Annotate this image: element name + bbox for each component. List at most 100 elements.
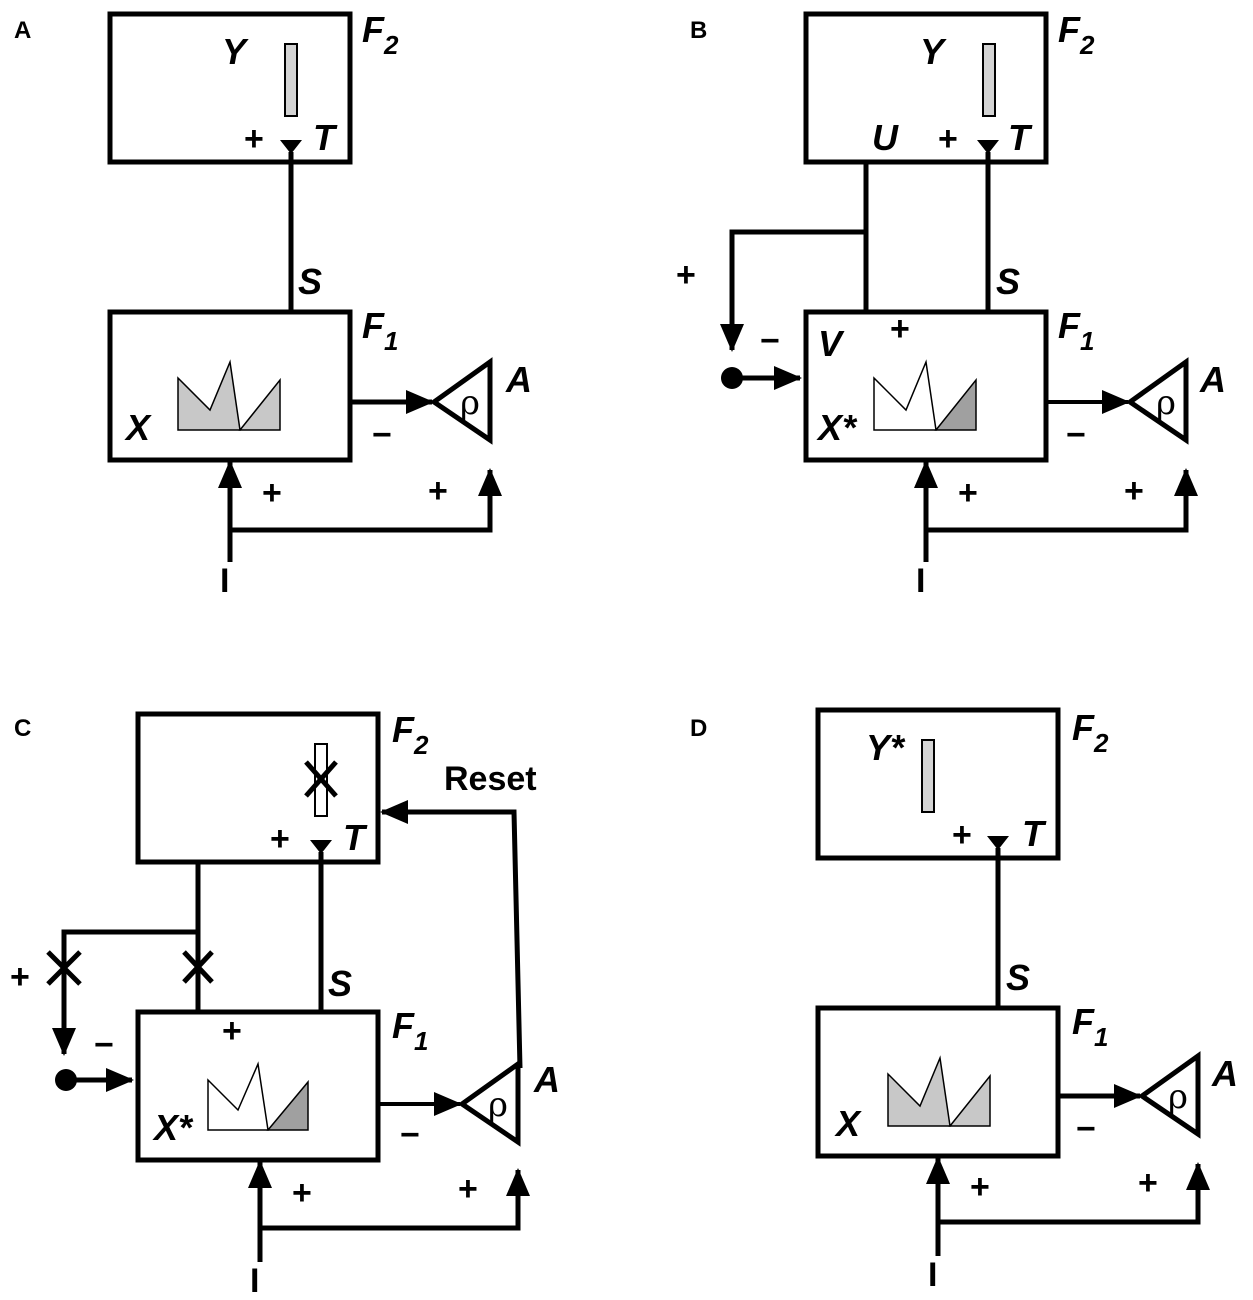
plus-sign: + (458, 1170, 478, 1208)
v-label: V (818, 323, 845, 364)
u-label: U (872, 117, 899, 158)
s-label: S (328, 963, 352, 1004)
plus-sign: + (428, 472, 448, 510)
t-label: T (313, 117, 338, 158)
synapse-t (977, 140, 999, 154)
rho-label: ρ (460, 383, 480, 423)
reset-arrow (380, 800, 523, 1069)
a-label: A (505, 359, 532, 400)
mismatch-pattern (266, 1079, 309, 1131)
panel-label: B (690, 17, 707, 44)
orienting-system-triangle (457, 1059, 521, 1147)
orienting-system-triangle (429, 357, 493, 445)
nonspecific-branch-arrow (52, 929, 198, 1056)
rho-label: ρ (1168, 1077, 1188, 1117)
y-label: Y* (866, 727, 906, 768)
minus-sign: − (94, 1026, 114, 1064)
x-label: X* (816, 407, 858, 448)
category-node (284, 43, 298, 117)
f2-box (107, 11, 353, 165)
t-label: T (343, 817, 368, 858)
y-label: Y (222, 31, 249, 72)
synapse-t (310, 840, 332, 854)
orienting-system-triangle (1137, 1051, 1201, 1139)
input-label: I (916, 562, 925, 600)
orienting-system-triangle (1125, 357, 1189, 445)
matched-pattern (873, 359, 937, 431)
x-label: X (124, 407, 152, 448)
activity-pattern-left (177, 359, 241, 431)
f1-label: F1 (1072, 1001, 1108, 1052)
f1-label: F1 (392, 1005, 428, 1056)
plus-sign: + (970, 1168, 990, 1206)
panel-label: D (690, 715, 707, 742)
t-label: T (1022, 813, 1047, 854)
minus-sign: − (400, 1116, 420, 1154)
activity-pattern-right (948, 1073, 991, 1127)
plus-sign: + (270, 820, 290, 858)
f2-box (135, 711, 381, 865)
blocked-branch-cross (46, 950, 82, 986)
input-label: I (220, 562, 229, 600)
input-label: I (928, 1256, 937, 1294)
input-to-a-arrow (923, 468, 1198, 562)
f2-label: F2 (1072, 707, 1109, 758)
s-label: S (996, 261, 1020, 302)
plus-sign: + (244, 120, 264, 158)
f2-label: F2 (362, 9, 399, 60)
f1-label: F1 (362, 305, 398, 356)
x-label: X* (152, 1107, 194, 1148)
plus-sign: + (676, 256, 696, 294)
panel-label: C (14, 715, 31, 742)
f1-label: F1 (1058, 305, 1094, 356)
a-label: A (1211, 1053, 1238, 1094)
minus-sign: − (372, 416, 392, 454)
f2-label: F2 (1058, 9, 1095, 60)
plus-sign: + (938, 120, 958, 158)
minus-sign: − (1076, 1110, 1096, 1148)
synapse-t (280, 140, 302, 154)
f2-label: F2 (392, 709, 429, 760)
plus-sign: + (952, 816, 972, 854)
panel-label: A (14, 17, 31, 44)
panel-b: B Y U + T F2 S + − F1 V + X* − ρ A + + I (676, 9, 1226, 600)
t-label: T (1008, 117, 1033, 158)
minus-sign: − (760, 322, 780, 360)
synapse-t (987, 836, 1009, 850)
a-label: A (1199, 359, 1226, 400)
matched-pattern (207, 1061, 269, 1131)
blocked-top-down-cross (182, 950, 214, 984)
f2-box (803, 11, 1049, 165)
nonspecific-branch-arrow (720, 229, 866, 352)
panel-a: A Y + T F2 S F1 X − ρ A + + I (14, 9, 532, 600)
plus-sign: + (292, 1174, 312, 1212)
activity-pattern-left (887, 1055, 951, 1127)
gain-control-node (55, 1069, 77, 1091)
input-to-a-arrow (935, 1162, 1210, 1256)
input-to-a-arrow (257, 1168, 530, 1262)
plus-sign: + (890, 310, 910, 348)
s-label: S (1006, 957, 1030, 998)
f2-box (815, 707, 1061, 861)
reset-label: Reset (444, 760, 537, 798)
panel-c: C F2 + T S Reset + − F1 + X* − ρ A + + (10, 709, 560, 1300)
a-label: A (533, 1059, 560, 1100)
plus-sign: + (262, 474, 282, 512)
minus-sign: − (1066, 416, 1086, 454)
category-node (921, 739, 935, 813)
plus-sign: + (222, 1012, 242, 1050)
plus-sign: + (10, 958, 30, 996)
input-to-a-arrow (227, 468, 502, 562)
rho-label: ρ (488, 1085, 508, 1125)
y-label: Y (920, 31, 947, 72)
activity-pattern-right (238, 377, 281, 431)
panel-d: D F2 Y* + T S F1 X − ρ A + + I (690, 707, 1238, 1294)
mismatch-pattern (934, 377, 977, 431)
plus-sign: + (1138, 1164, 1158, 1202)
x-label: X (834, 1103, 862, 1144)
inhibited-node-cross (304, 760, 338, 798)
s-label: S (298, 261, 322, 302)
plus-sign: + (1124, 472, 1144, 510)
rho-label: ρ (1156, 383, 1176, 423)
